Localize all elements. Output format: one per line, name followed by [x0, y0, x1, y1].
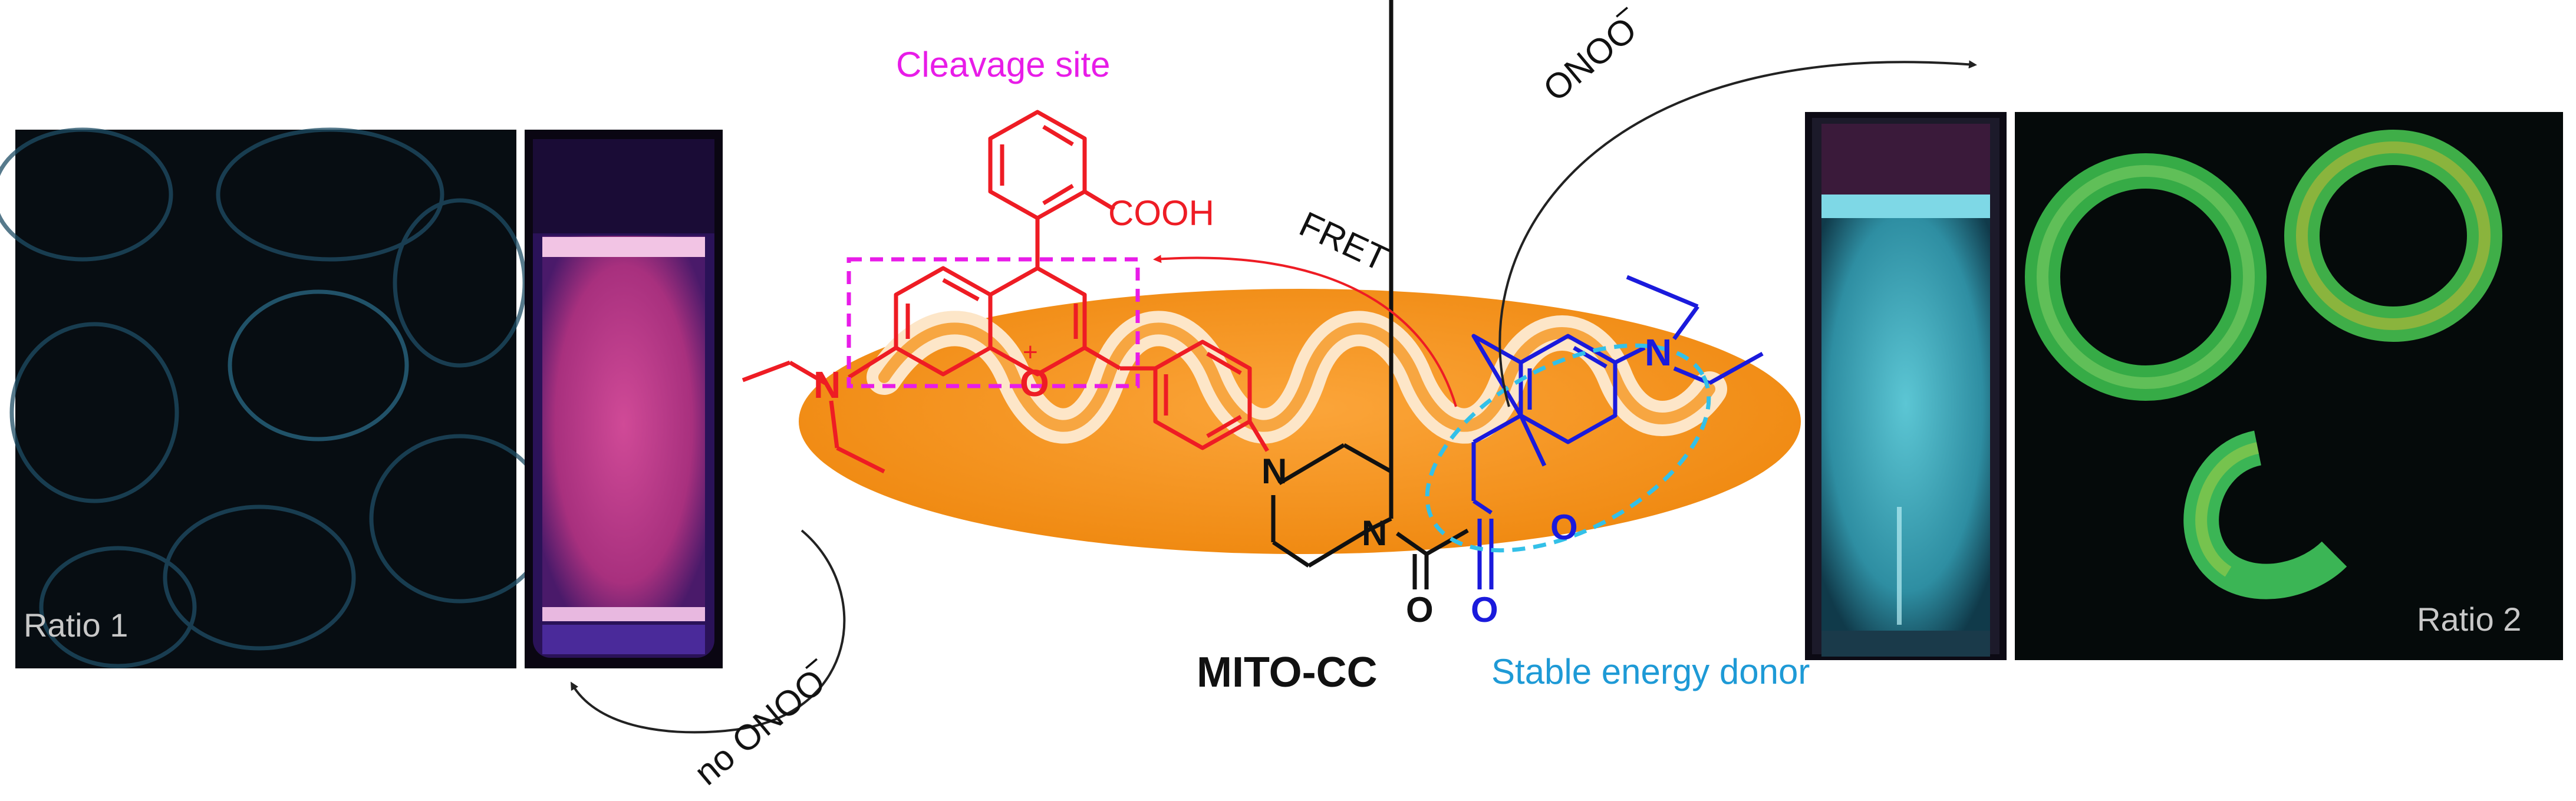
onoo-top-label: ONOO −: [1536, 0, 1644, 109]
left-vial-image: [525, 130, 723, 668]
no-onoo-text: no ONOO: [687, 661, 832, 793]
left-cell-image: Ratio 1: [0, 127, 551, 668]
cooh-label: COOH: [1108, 193, 1214, 233]
n-top-piperazine: N: [1261, 451, 1287, 491]
o-carbonyl-blue: O: [1471, 590, 1498, 629]
fret-arrow: [1153, 255, 1457, 407]
acceptor-structure: [742, 110, 1270, 474]
linker-structure: [1271, 0, 1469, 589]
n-bottom-piperazine: N: [1362, 513, 1387, 553]
o-carbonyl-black: O: [1406, 590, 1434, 629]
right-vial-image: [1805, 112, 2007, 660]
fret-label: FRET: [1294, 204, 1394, 279]
plus-label: +: [1023, 338, 1038, 367]
stable-donor-label: Stable energy donor: [1491, 652, 1810, 691]
o-ring-blue: O: [1550, 507, 1578, 547]
right-cell-image: Ratio 2: [2015, 112, 2563, 660]
probe-name-label: MITO-CC: [1197, 649, 1378, 696]
no-onoo-arrow: [571, 529, 846, 734]
cleavage-box: [846, 257, 1140, 388]
o-plus-label: O: [1020, 362, 1049, 404]
ratio2-label: Ratio 2: [2417, 601, 2521, 638]
cleavage-site-label: Cleavage site: [896, 45, 1111, 84]
donor-ellipse: [1425, 343, 1711, 553]
n-blue-label: N: [1645, 331, 1672, 374]
onoo-top-arrow: [1498, 60, 1977, 407]
ratio1-label: Ratio 1: [24, 606, 128, 644]
donor-structure: [1471, 275, 1764, 589]
mitochondrion: [799, 289, 1801, 554]
n-red-label: N: [813, 364, 841, 406]
